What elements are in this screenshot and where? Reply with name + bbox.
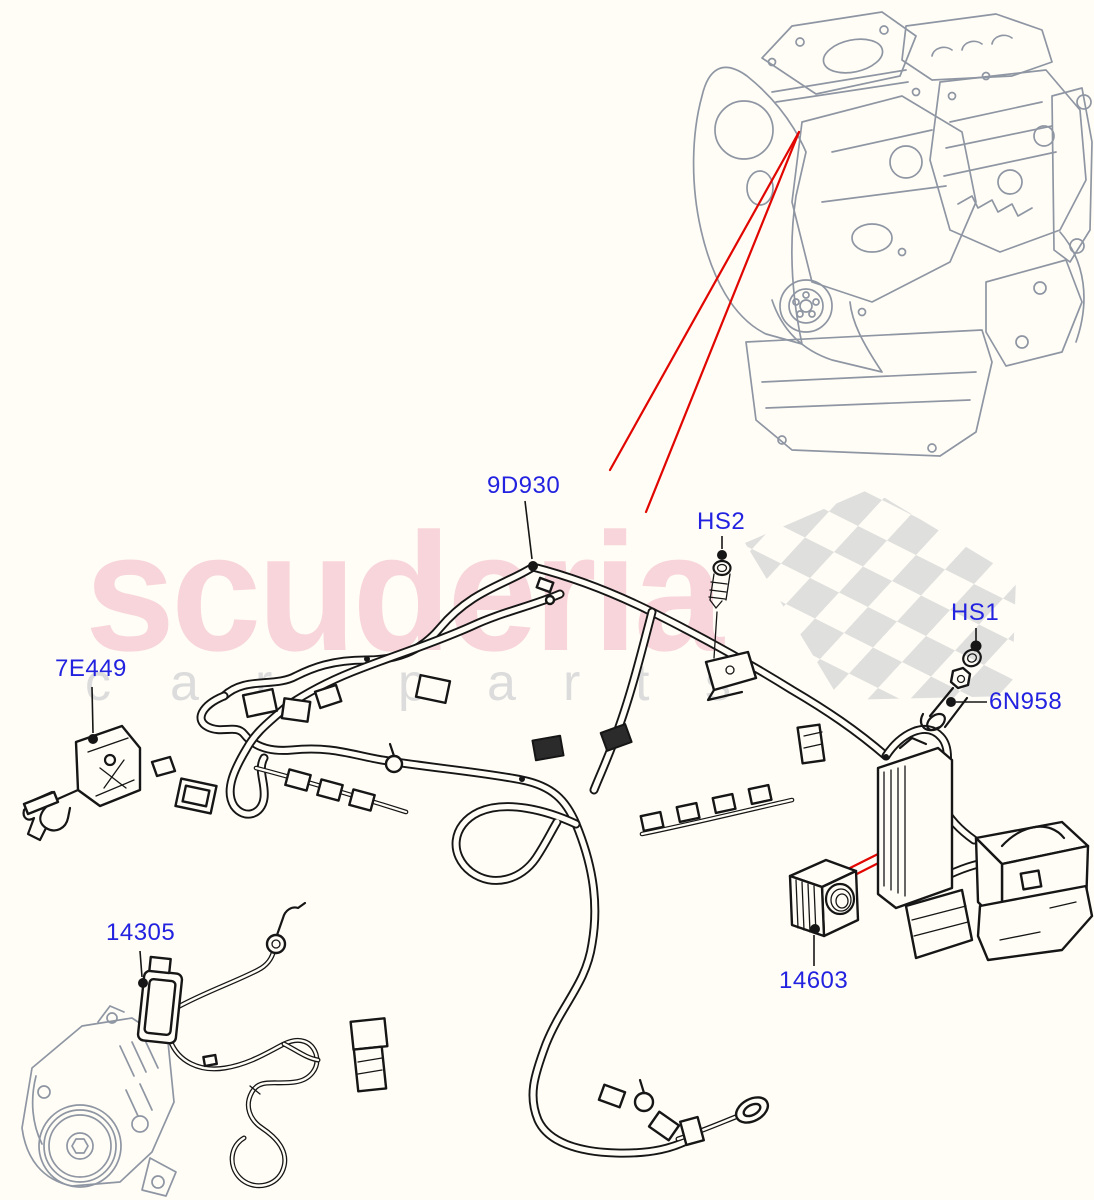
- part-label-6n958[interactable]: 6N958: [989, 688, 1063, 715]
- engine-illustration: [692, 11, 1093, 457]
- tagline-letter: a: [170, 654, 199, 712]
- bolt-hs1-illustration: [919, 648, 982, 732]
- tagline-letter: c: [85, 654, 111, 712]
- battery-cable-illustration: [136, 901, 321, 1189]
- label-leaders: [88, 500, 987, 988]
- part-label-9d930[interactable]: 9D930: [487, 472, 561, 499]
- tagline-letter: r: [563, 654, 580, 712]
- grommet-illustration: [788, 858, 860, 938]
- part-label-14603[interactable]: 14603: [779, 967, 849, 994]
- part-label-14305[interactable]: 14305: [106, 919, 176, 946]
- bracket-illustration: [22, 724, 142, 842]
- alternator-illustration: [21, 1005, 177, 1197]
- wiring-harness-illustration: [150, 562, 1094, 1158]
- part-label-hs2[interactable]: HS2: [697, 508, 746, 535]
- tagline-letter: a: [487, 654, 516, 712]
- bolt-hs2-illustration: [708, 559, 732, 659]
- part-label-hs1[interactable]: HS1: [951, 599, 1000, 626]
- part-label-7e449[interactable]: 7E449: [55, 655, 127, 682]
